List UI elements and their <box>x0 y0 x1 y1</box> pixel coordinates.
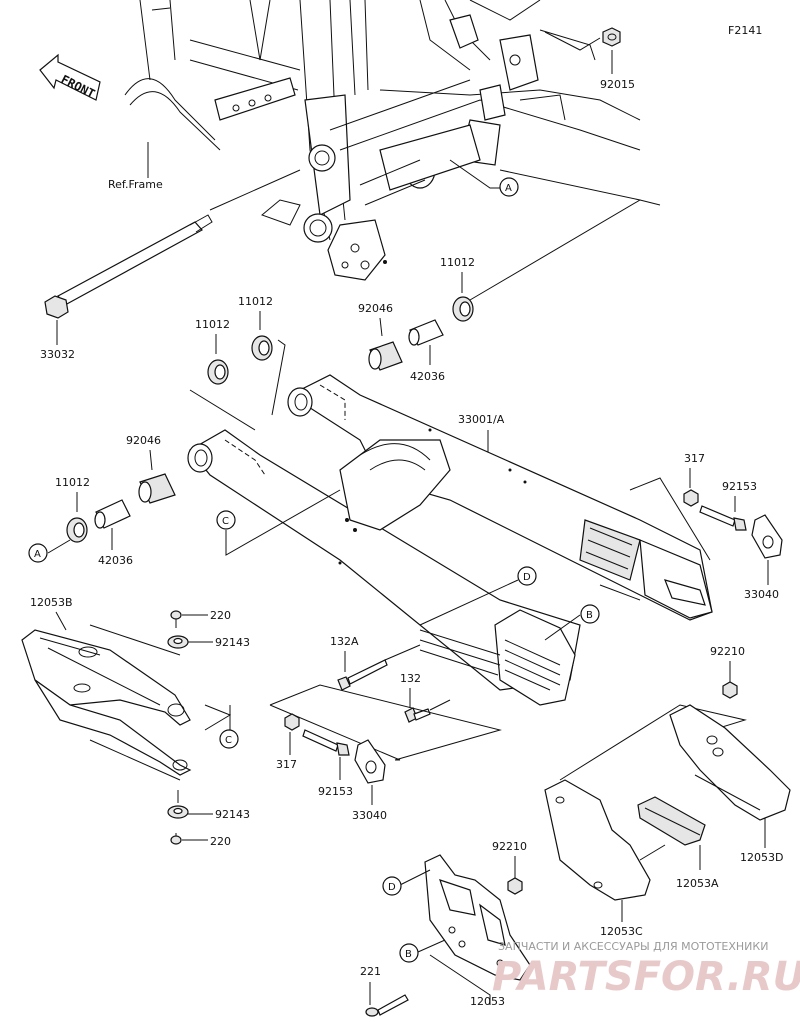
chain-slider-12053b <box>21 629 192 776</box>
nut-92210-top <box>722 681 738 699</box>
front-arrow-icon: FRONT <box>39 53 101 101</box>
collar-42036-lower <box>94 499 131 529</box>
bolt-92153-lower <box>302 729 350 756</box>
label-12053b: 12053B <box>30 596 73 609</box>
ref-callout-a-lower: A <box>28 543 48 563</box>
screw-220-top <box>170 610 182 628</box>
ref-frame-label: Ref.Frame <box>108 178 163 191</box>
bolt-221 <box>365 994 409 1017</box>
adjuster-33040-right <box>751 514 783 559</box>
ref-callout-c-lower: C <box>219 729 239 749</box>
swingarm-33001a <box>187 374 713 706</box>
label-92046-top: 92046 <box>358 302 393 315</box>
watermark-logo: PARTSFOR.RU <box>492 954 800 1000</box>
svg-text:B: B <box>405 949 412 960</box>
label-33032: 33032 <box>40 348 75 361</box>
label-11012-upper: 11012 <box>238 295 273 308</box>
needle-bearing-92046-top <box>368 341 403 371</box>
label-92153-lower: 92153 <box>318 785 353 798</box>
bolt-92153-right <box>699 505 747 531</box>
oil-seal-11012-upper <box>251 335 273 361</box>
figure-id: F2141 <box>728 24 762 37</box>
label-12053: 12053 <box>470 995 505 1008</box>
watermark-caption: ЗАПЧАСТИ И АКСЕССУАРЫ ДЛЯ МОТОТЕХНИКИ <box>498 940 768 953</box>
label-221: 221 <box>360 965 381 978</box>
label-33040-right: 33040 <box>744 588 779 601</box>
label-11012-right: 11012 <box>440 256 475 269</box>
label-132: 132 <box>400 672 421 685</box>
label-11012-lower: 11012 <box>55 476 90 489</box>
svg-text:C: C <box>225 735 232 746</box>
label-92015: 92015 <box>600 78 635 91</box>
needle-bearing-92046-left <box>138 473 176 504</box>
label-12053d: 12053D <box>740 851 783 864</box>
nut-92015 <box>602 27 621 47</box>
collar-92143-bottom <box>167 805 189 819</box>
label-317-right: 317 <box>684 452 705 465</box>
ref-callout-b-mid: B <box>580 604 600 624</box>
chain-guide-12053c <box>544 779 651 901</box>
svg-text:D: D <box>523 572 531 583</box>
ref-callout-a-top: A <box>499 177 519 197</box>
label-132a: 132A <box>330 635 359 648</box>
svg-text:B: B <box>586 610 593 621</box>
label-11012-left: 11012 <box>195 318 230 331</box>
ref-callout-b-lower: B <box>399 943 419 963</box>
label-220-top: 220 <box>210 609 231 622</box>
ref-callout-d-mid: D <box>517 566 537 586</box>
ref-callout-c-mid: C <box>216 510 236 530</box>
label-317-lower: 317 <box>276 758 297 771</box>
label-42036-top: 42036 <box>410 370 445 383</box>
svg-text:D: D <box>388 882 396 893</box>
label-92143-top: 92143 <box>215 636 250 649</box>
ref-callout-d-lower: D <box>382 876 402 896</box>
label-92210-lower: 92210 <box>492 840 527 853</box>
svg-text:A: A <box>34 549 41 560</box>
oil-seal-11012-right <box>452 296 474 322</box>
label-33040-lower: 33040 <box>352 809 387 822</box>
oil-seal-11012-left <box>207 359 229 385</box>
label-92153-right: 92153 <box>722 480 757 493</box>
svg-text:A: A <box>505 183 512 194</box>
label-12053a: 12053A <box>676 877 719 890</box>
collar-42036-top <box>408 319 444 346</box>
frame-drawing <box>124 0 641 281</box>
label-92210-top: 92210 <box>710 645 745 658</box>
label-33001a: 33001/A <box>458 413 505 426</box>
chain-guide-plate-12053d <box>669 704 791 821</box>
screw-220-bottom <box>170 833 182 845</box>
chain-guide-pad-12053a <box>637 796 706 846</box>
pivot-shaft-33032 <box>44 214 213 319</box>
bolt-132 <box>404 707 431 723</box>
oil-seal-11012-lower <box>66 517 88 543</box>
label-12053c: 12053C <box>600 925 643 938</box>
nut-92210-lower <box>507 877 523 895</box>
chain-guide-bracket-12053 <box>424 854 531 981</box>
collar-92143-top <box>167 635 189 649</box>
bolt-132a <box>337 659 388 691</box>
adjuster-33040-lower <box>354 739 386 784</box>
label-92046-left: 92046 <box>126 434 161 447</box>
label-42036-lower: 42036 <box>98 554 133 567</box>
nut-317-lower <box>284 713 300 731</box>
label-92143-bottom: 92143 <box>215 808 250 821</box>
nut-317-right <box>683 489 699 507</box>
svg-text:C: C <box>222 516 229 527</box>
label-220-bottom: 220 <box>210 835 231 848</box>
